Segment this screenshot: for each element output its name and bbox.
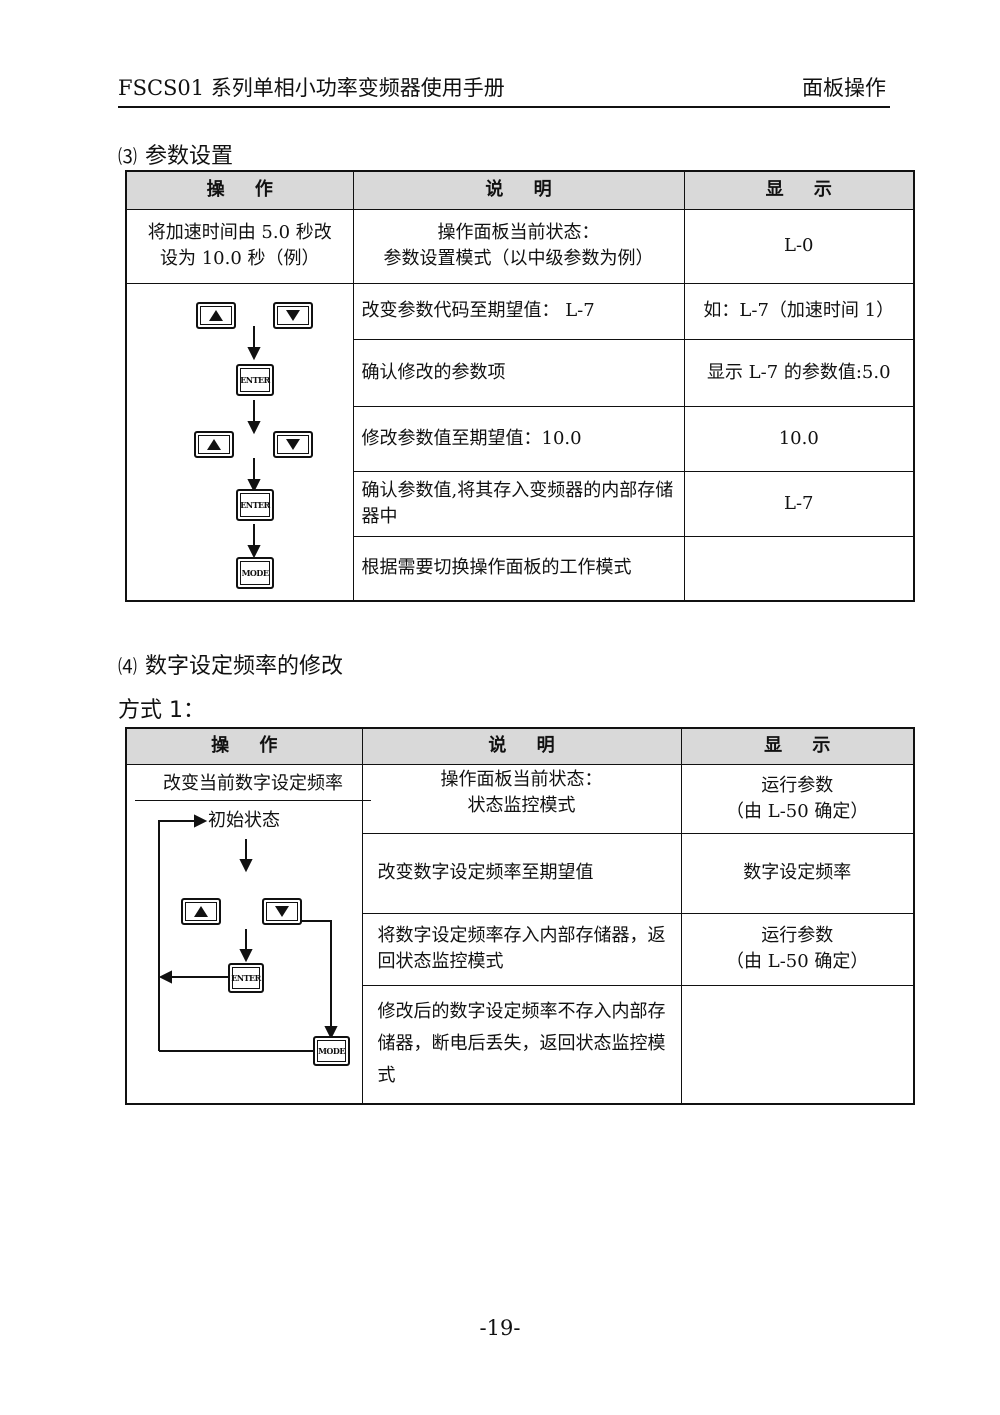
up-key[interactable] [181, 897, 221, 925]
flow-arrows [158, 813, 338, 1052]
down-key[interactable] [262, 897, 302, 925]
table-row: 改变当前数字设定频率 初始状态 ENTER MODE [125, 763, 915, 1104]
mode-key[interactable]: MODE [313, 1035, 350, 1066]
description-cell: 修改参数值至期望值：10.0 [352, 405, 685, 472]
header-operation: 操 作 [125, 170, 354, 210]
triangle-down-icon [275, 905, 289, 917]
display-cell: L-7 [683, 470, 915, 537]
enter-key[interactable]: ENTER [236, 488, 274, 521]
table-row: 改变数字设定频率至期望值 数字设定频率 [126, 832, 915, 914]
key-sequence-diagram: 改变当前数字设定频率 初始状态 ENTER MODE [125, 763, 371, 1104]
table-row: 修改参数值至期望值：10.0 10.0 [126, 405, 915, 472]
description-cell: 确认修改的参数项 [352, 339, 685, 407]
operation-title: 改变当前数字设定频率 [135, 767, 371, 801]
enter-key[interactable]: ENTER [228, 962, 264, 993]
display-cell: 显示 L-7 的参数值:5.0 [683, 339, 915, 407]
description-cell: 改变数字设定频率至期望值 [361, 832, 682, 914]
header-display: 显 示 [680, 727, 915, 765]
method-label: 方式 1： [118, 698, 205, 723]
display-cell: 数字设定频率 [680, 832, 915, 914]
table-row: 将加速时间由 5.0 秒改 设为 10.0 秒（例） 操作面板当前状态： 参数设… [125, 208, 915, 284]
manual-title: FSCS01 系列单相小功率变频器使用手册 [118, 76, 505, 100]
table-row: ENTER ENTER MODE 改变参数代码至期望值： L-7 如：L-7（加… [125, 282, 915, 601]
page-header: FSCS01 系列单相小功率变频器使用手册 面板操作 [118, 70, 890, 108]
table-row: 修改后的数字设定频率不存入内部存储器，断电后丢失，返回状态监控模式 [126, 985, 915, 1104]
description-cell: 将数字设定频率存入内部存储器，返回状态监控模式 [361, 912, 682, 987]
table-header-row: 操 作 说 明 显 示 [125, 170, 915, 210]
enter-key[interactable]: ENTER [236, 363, 274, 396]
up-key[interactable] [196, 301, 236, 329]
header-display: 显 示 [683, 170, 915, 210]
display-cell: 10.0 [683, 405, 915, 472]
display-cell: 运行参数 （由 L-50 确定） [680, 912, 915, 987]
display-cell [683, 535, 915, 602]
initial-state-label: 初始状态 [208, 809, 280, 831]
triangle-up-icon [194, 905, 208, 917]
section-4-heading: ⑷数字设定频率的修改 [118, 654, 344, 679]
description-cell: 操作面板当前状态： 参数设置模式（以中级参数为例） [352, 208, 685, 284]
operation-cell: 将加速时间由 5.0 秒改 设为 10.0 秒（例） [125, 208, 354, 284]
description-cell: 改变参数代码至期望值： L-7 [352, 282, 685, 341]
triangle-up-icon [207, 438, 221, 450]
down-key[interactable] [273, 301, 313, 329]
description-cell: 确认参数值,将其存入变频器的内部存储器中 [352, 470, 685, 537]
key-sequence-diagram: ENTER ENTER MODE [125, 282, 354, 601]
down-key[interactable] [273, 430, 313, 458]
display-cell: 运行参数 （由 L-50 确定） [680, 763, 915, 834]
table-row: 确认参数值,将其存入变频器的内部存储器中 L-7 [126, 470, 915, 537]
description-cell: 根据需要切换操作面板的工作模式 [352, 535, 685, 602]
display-cell [680, 985, 915, 1104]
section-3-heading: ⑶参数设置 [118, 144, 234, 169]
triangle-down-icon [286, 438, 300, 450]
table-row: 将数字设定频率存入内部存储器，返回状态监控模式 运行参数 （由 L-50 确定） [126, 912, 915, 987]
page-number: -19- [479, 1316, 521, 1340]
table-row: 根据需要切换操作面板的工作模式 [126, 535, 915, 602]
description-cell: 修改后的数字设定频率不存入内部存储器，断电后丢失，返回状态监控模式 [361, 985, 682, 1104]
chapter-title: 面板操作 [802, 76, 886, 100]
triangle-up-icon [209, 309, 223, 321]
header-description: 说 明 [361, 727, 682, 765]
header-description: 说 明 [352, 170, 685, 210]
table-row: 确认修改的参数项 显示 L-7 的参数值:5.0 [126, 339, 915, 407]
table-header-row: 操 作 说 明 显 示 [125, 727, 915, 765]
flow-arrows [247, 325, 261, 558]
triangle-down-icon [286, 309, 300, 321]
header-operation: 操 作 [125, 727, 363, 765]
parameter-setting-table: 操 作 说 明 显 示 将加速时间由 5.0 秒改 设为 10.0 秒（例） 操… [125, 170, 915, 602]
mode-key[interactable]: MODE [236, 556, 274, 589]
up-key[interactable] [194, 430, 234, 458]
description-cell: 操作面板当前状态： 状态监控模式 [361, 763, 682, 834]
display-cell: L-0 [683, 208, 915, 284]
display-cell: 如：L-7（加速时间 1） [683, 282, 915, 341]
frequency-setting-table: 操 作 说 明 显 示 改变当前数字设定频率 初始状态 [125, 727, 915, 1105]
